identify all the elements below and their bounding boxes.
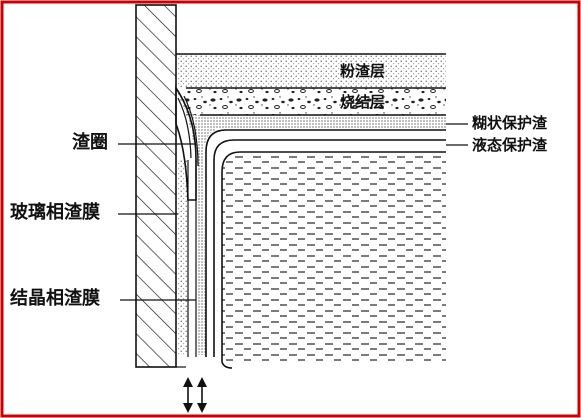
label-liquid-slag: 液态保护渣 <box>472 136 548 154</box>
mold-wall <box>135 4 177 368</box>
label-powder-slag-layer: 粉渣层 <box>340 62 386 80</box>
label-sintered-layer: 烧结层 <box>340 93 386 111</box>
slag-rim-lines <box>177 95 199 167</box>
powder-slag-layer-area <box>176 54 446 88</box>
glassy-film-area <box>176 160 188 355</box>
pasty-slag-area <box>178 90 446 355</box>
slag-rim-shape <box>175 85 197 201</box>
label-pasty-slag: 糊状保护渣 <box>472 114 548 132</box>
molten-steel-area <box>222 152 446 365</box>
label-slag-rim: 渣圈 <box>72 132 108 153</box>
liquid-slag-outer <box>205 129 446 357</box>
oscillation-arrows <box>183 377 207 413</box>
label-crystalline-slag-film: 结晶相渣膜 <box>10 288 100 309</box>
sintered-layer-area <box>186 88 446 115</box>
label-glassy-slag-film: 玻璃相渣膜 <box>10 202 100 223</box>
molten-steel-boundary <box>221 151 446 369</box>
liquid-slag-inner <box>213 139 446 357</box>
